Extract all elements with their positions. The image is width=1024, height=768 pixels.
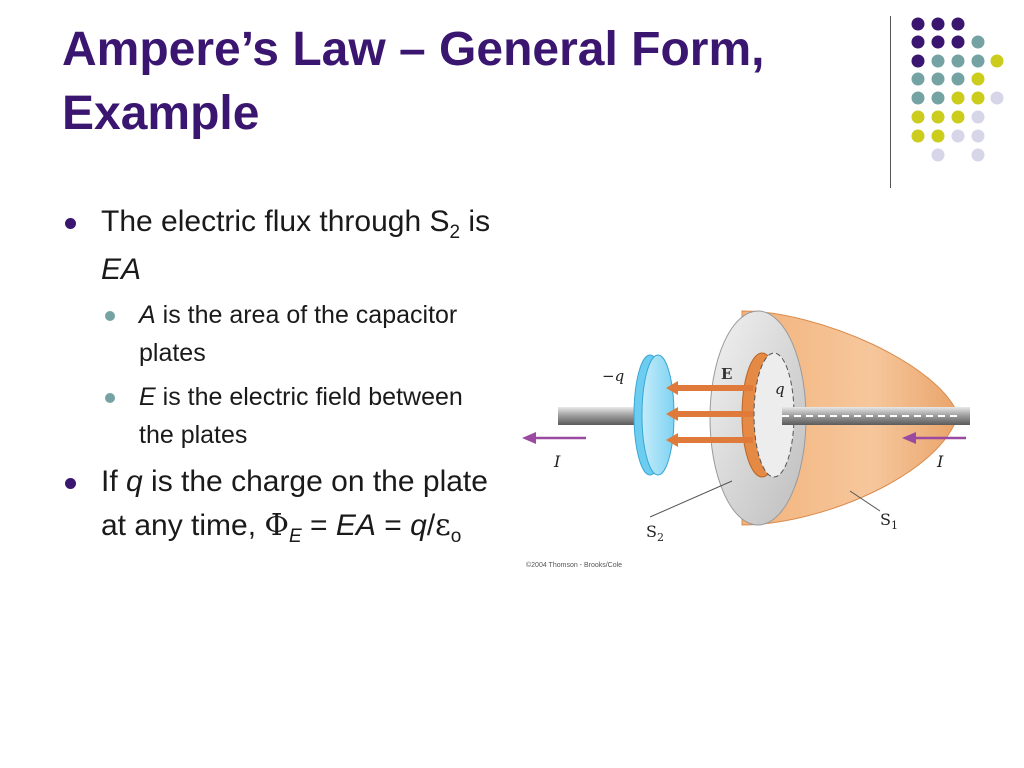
subbullet-field: E is the electric field between the plat… xyxy=(60,378,500,454)
decorative-dot-grid xyxy=(911,17,1004,162)
right-wire xyxy=(782,407,970,425)
subbullet-dot xyxy=(105,311,115,321)
title-divider-line xyxy=(890,16,891,188)
bullet-list: The electric flux through S2 is EA A is … xyxy=(60,200,500,556)
label-field-E: E xyxy=(721,365,732,383)
left-wire xyxy=(558,407,646,425)
label-current-left: I xyxy=(553,452,561,471)
figure-copyright: ©2004 Thomson - Brooks/Cole xyxy=(526,561,622,569)
bullet-dot xyxy=(65,218,76,229)
subbullet-dot xyxy=(105,393,115,403)
capacitor-surface-diagram: −q E q I I S2 S1 ©2004 Thomson - Brooks/… xyxy=(520,305,970,575)
current-arrow-left xyxy=(522,432,586,444)
label-q: q xyxy=(775,380,785,398)
bullet-electric-flux: The electric flux through S2 is EA xyxy=(60,200,500,292)
electric-field-arrows xyxy=(666,381,753,447)
label-current-right: I xyxy=(936,452,944,471)
current-arrow-right xyxy=(902,432,966,444)
subbullet-area: A is the area of the capacitor plates xyxy=(60,296,500,372)
s1-leader-line xyxy=(849,490,881,512)
s2-leader-line xyxy=(649,480,733,518)
label-s2: S2 xyxy=(646,522,664,544)
bullet-dot xyxy=(65,478,76,489)
label-minus-q: −q xyxy=(602,367,624,385)
label-s1: S1 xyxy=(880,510,898,532)
bullet-charge: If q is the charge on the plate at any t… xyxy=(60,460,500,552)
slide-title: Ampere’s Law – General Form, Example xyxy=(62,23,765,140)
